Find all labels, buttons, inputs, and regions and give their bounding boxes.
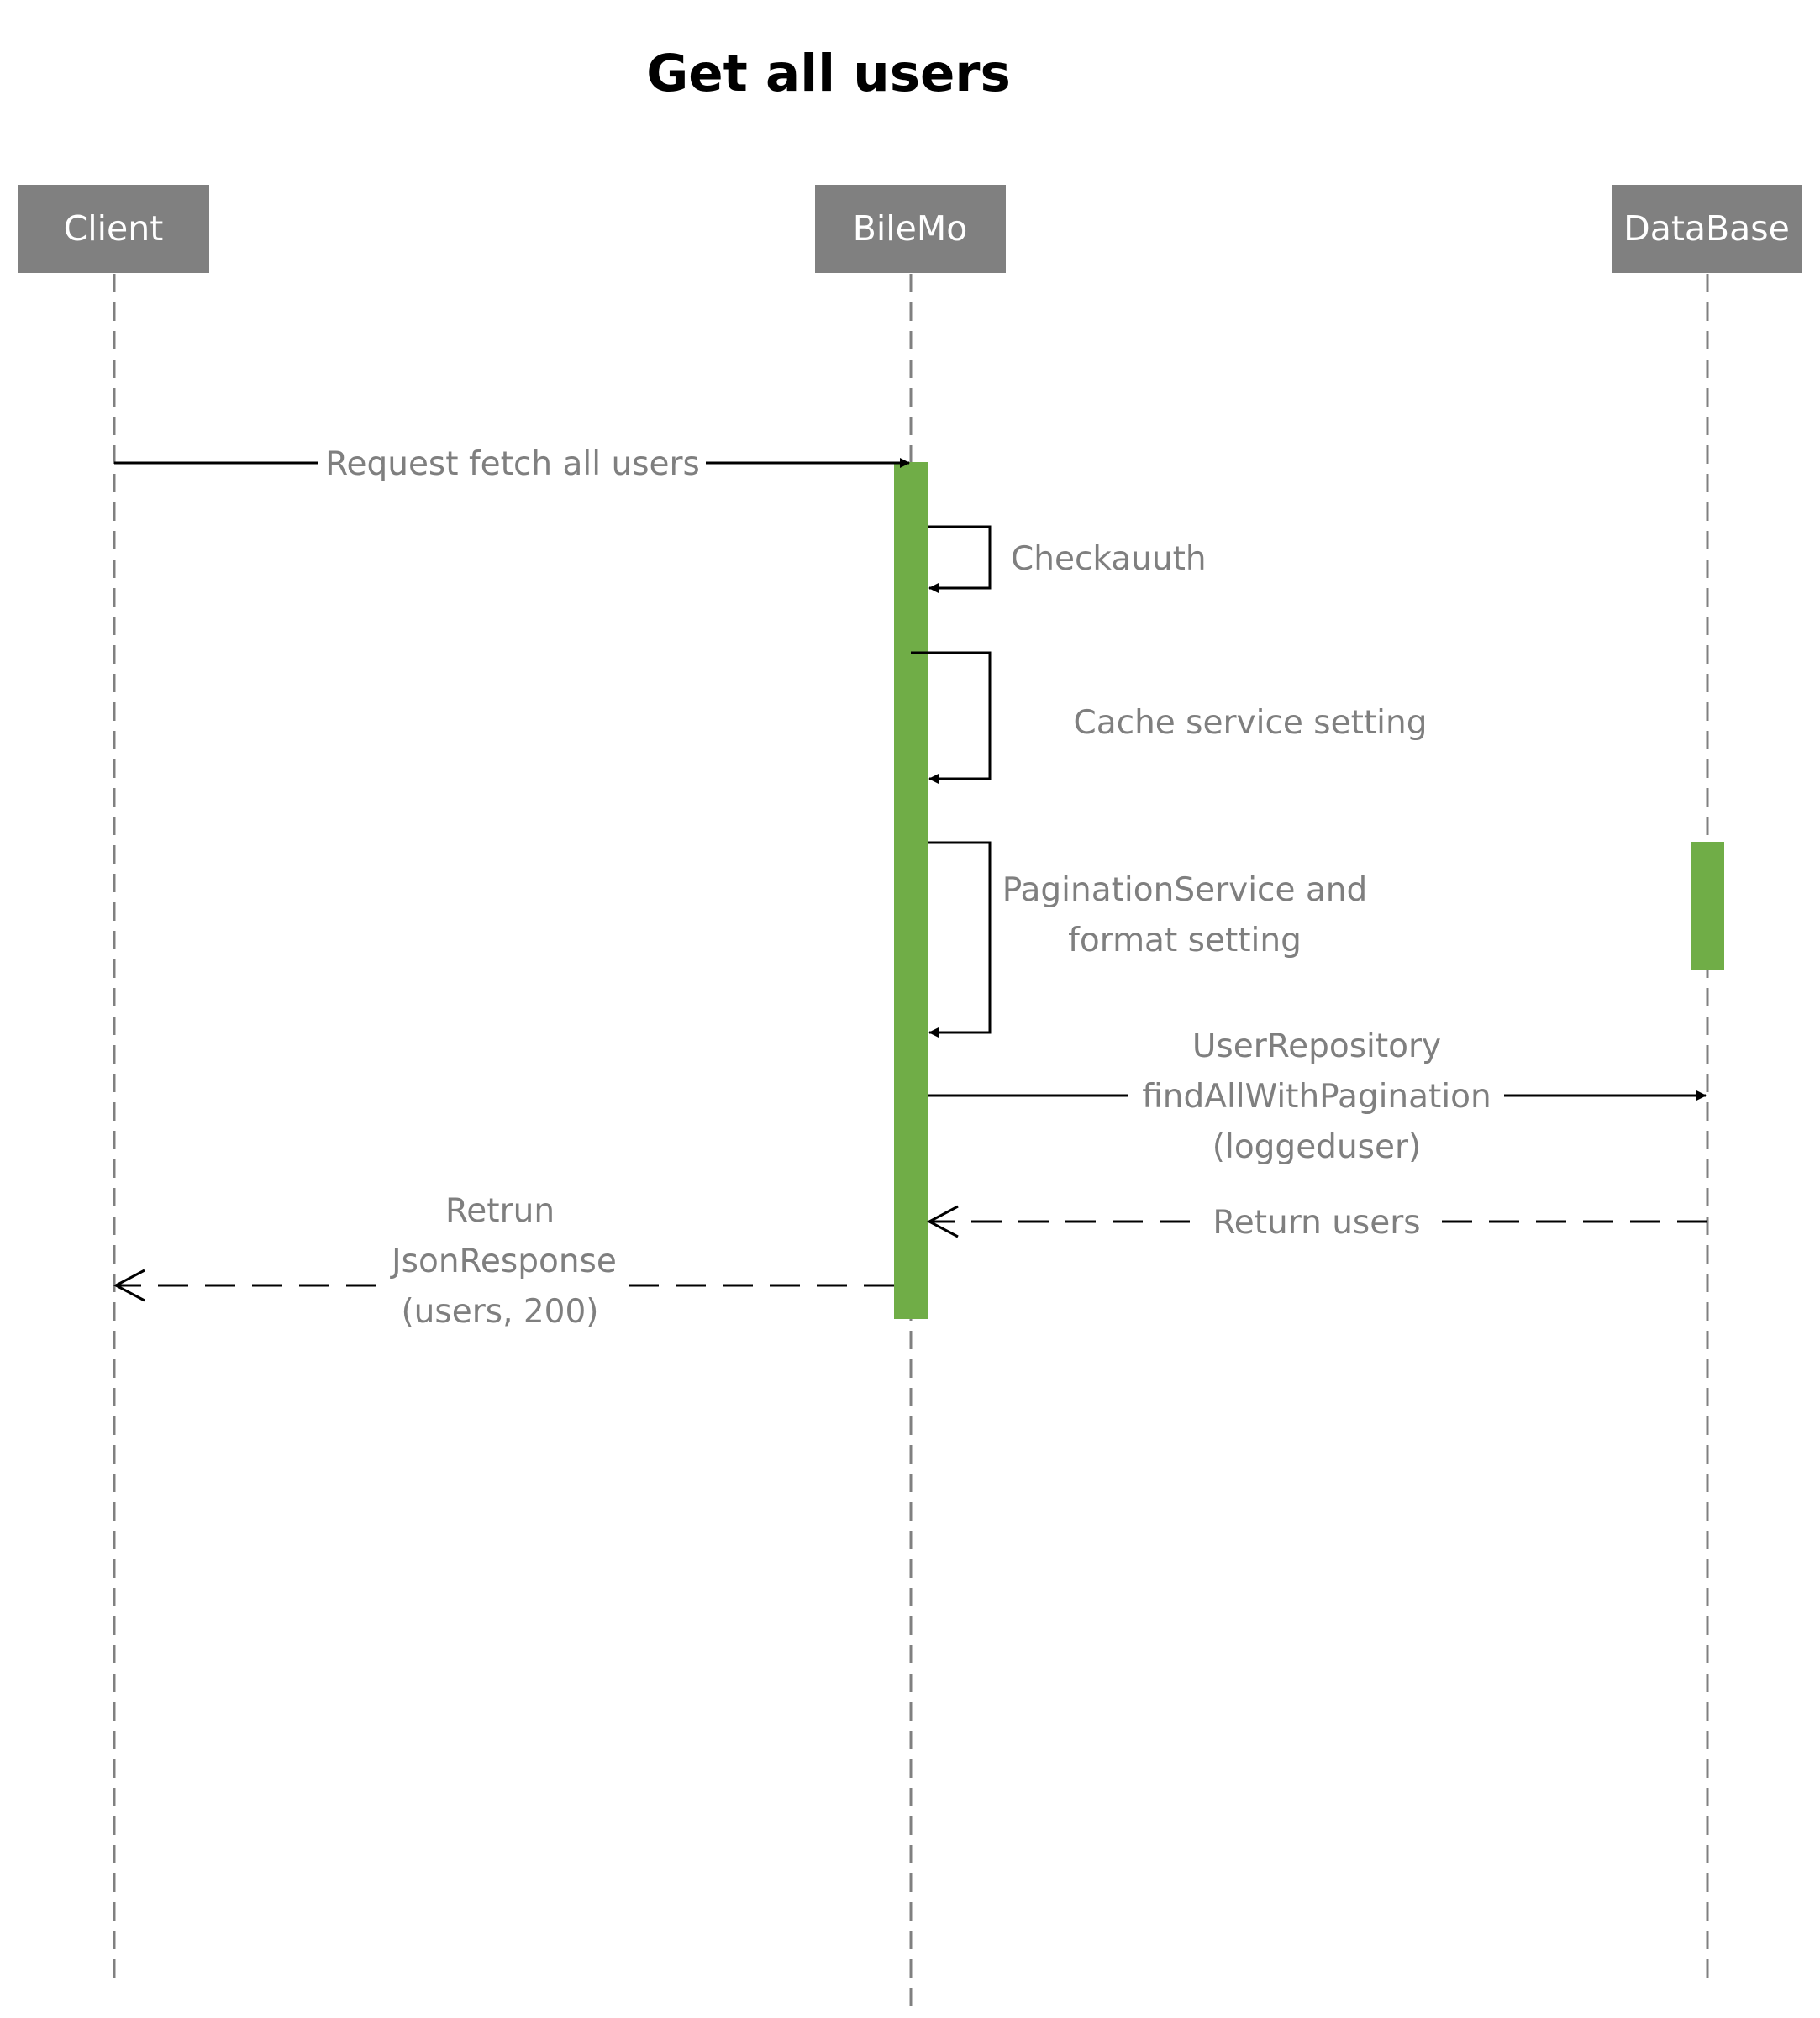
activation-database — [1691, 842, 1724, 970]
message-cache-label: Cache service setting — [1074, 704, 1428, 742]
message-repository-label-line3: (loggeduser) — [1212, 1128, 1421, 1166]
actor-bilemo-label: BileMo — [853, 208, 968, 249]
actor-client: Client — [18, 185, 209, 273]
actor-database-label: DataBase — [1623, 208, 1790, 249]
message-cache: Cache service setting — [911, 651, 1428, 784]
activation-bilemo — [894, 462, 928, 1319]
message-checkauth: Checkauuth — [928, 525, 1207, 593]
actor-database: DataBase — [1612, 185, 1802, 273]
message-return-json-label-line3: (users, 200) — [401, 1293, 598, 1331]
message-return-json: Retrun JsonResponse (users, 200) — [113, 1192, 894, 1331]
message-repository-label-line2: findAllWithPagination — [1142, 1078, 1491, 1116]
message-request: Request fetch all users — [114, 439, 910, 486]
actor-bilemo: BileMo — [815, 185, 1006, 273]
message-repository: UserRepository findAllWithPagination (lo… — [928, 1027, 1707, 1166]
message-return-users-label: Return users — [1212, 1204, 1420, 1242]
message-repository-label-line1: UserRepository — [1192, 1027, 1441, 1065]
message-return-users: Return users — [926, 1200, 1707, 1245]
message-checkauth-label: Checkauuth — [1011, 540, 1207, 578]
message-pagination: PaginationService and format setting — [928, 841, 1367, 1038]
message-return-json-label-line1: Retrun — [445, 1192, 555, 1230]
message-pagination-label-line2: format setting — [1068, 922, 1302, 959]
message-return-json-label-line2: JsonResponse — [389, 1243, 617, 1280]
actor-client-label: Client — [64, 208, 164, 249]
message-pagination-label-line1: PaginationService and — [1002, 871, 1367, 909]
message-request-label: Request fetch all users — [325, 445, 700, 483]
diagram-title: Get all users — [646, 44, 1011, 103]
